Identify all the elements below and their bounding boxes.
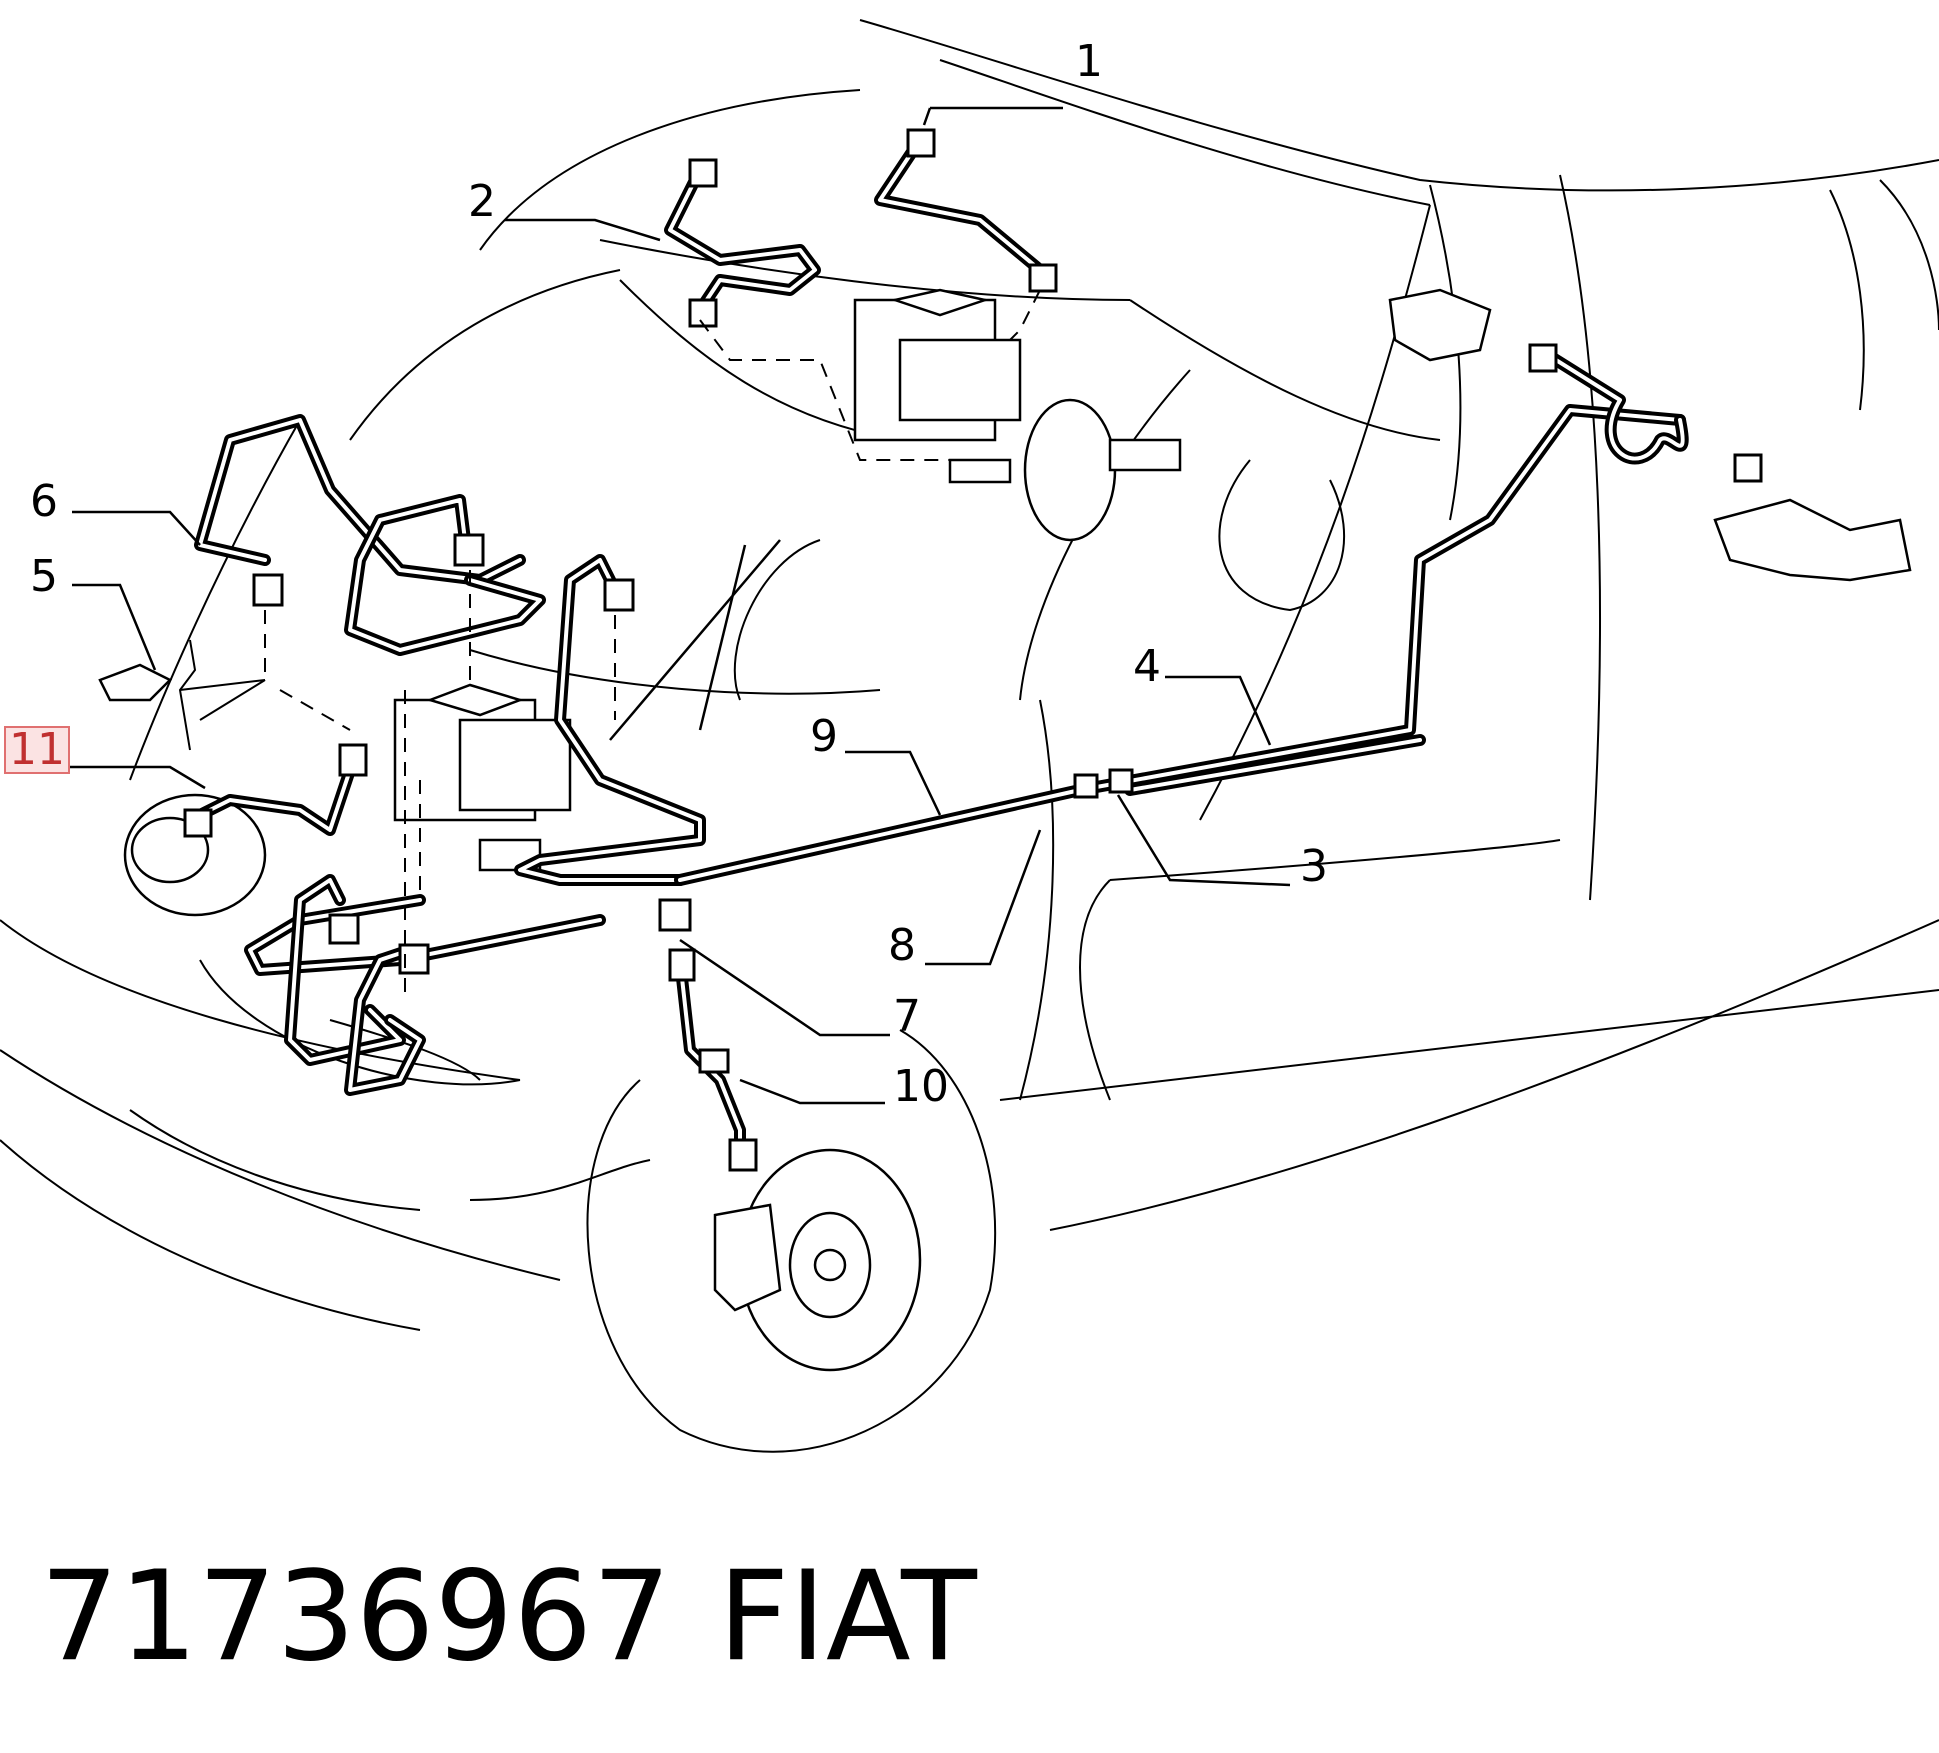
rear-bracket	[1388, 288, 1912, 582]
front-wheel	[586, 1029, 997, 1453]
abs-modulator	[393, 683, 572, 872]
car-body-outline	[0, 19, 1939, 1331]
callout-9: 9	[810, 711, 838, 762]
callout-10: 10	[893, 1061, 949, 1112]
pipe-fittings	[98, 128, 1763, 1172]
callout-4: 4	[1133, 641, 1161, 692]
assembly-dash-lines	[178, 289, 1041, 1000]
callout-1: 1	[1075, 36, 1103, 87]
master-cylinder	[853, 288, 1182, 542]
callout-5: 5	[30, 551, 58, 602]
callout-11: 11	[4, 726, 70, 774]
callout-leader-lines	[62, 106, 1291, 1105]
callout-8: 8	[888, 920, 916, 971]
brake-pipes	[184, 134, 1689, 1166]
callout-6: 6	[30, 476, 58, 527]
callout-2: 2	[468, 176, 496, 227]
part-number: 71736967	[40, 1545, 672, 1689]
brand-name: FIAT	[718, 1545, 977, 1689]
callout-3: 3	[1300, 841, 1328, 892]
callout-7: 7	[893, 991, 921, 1042]
